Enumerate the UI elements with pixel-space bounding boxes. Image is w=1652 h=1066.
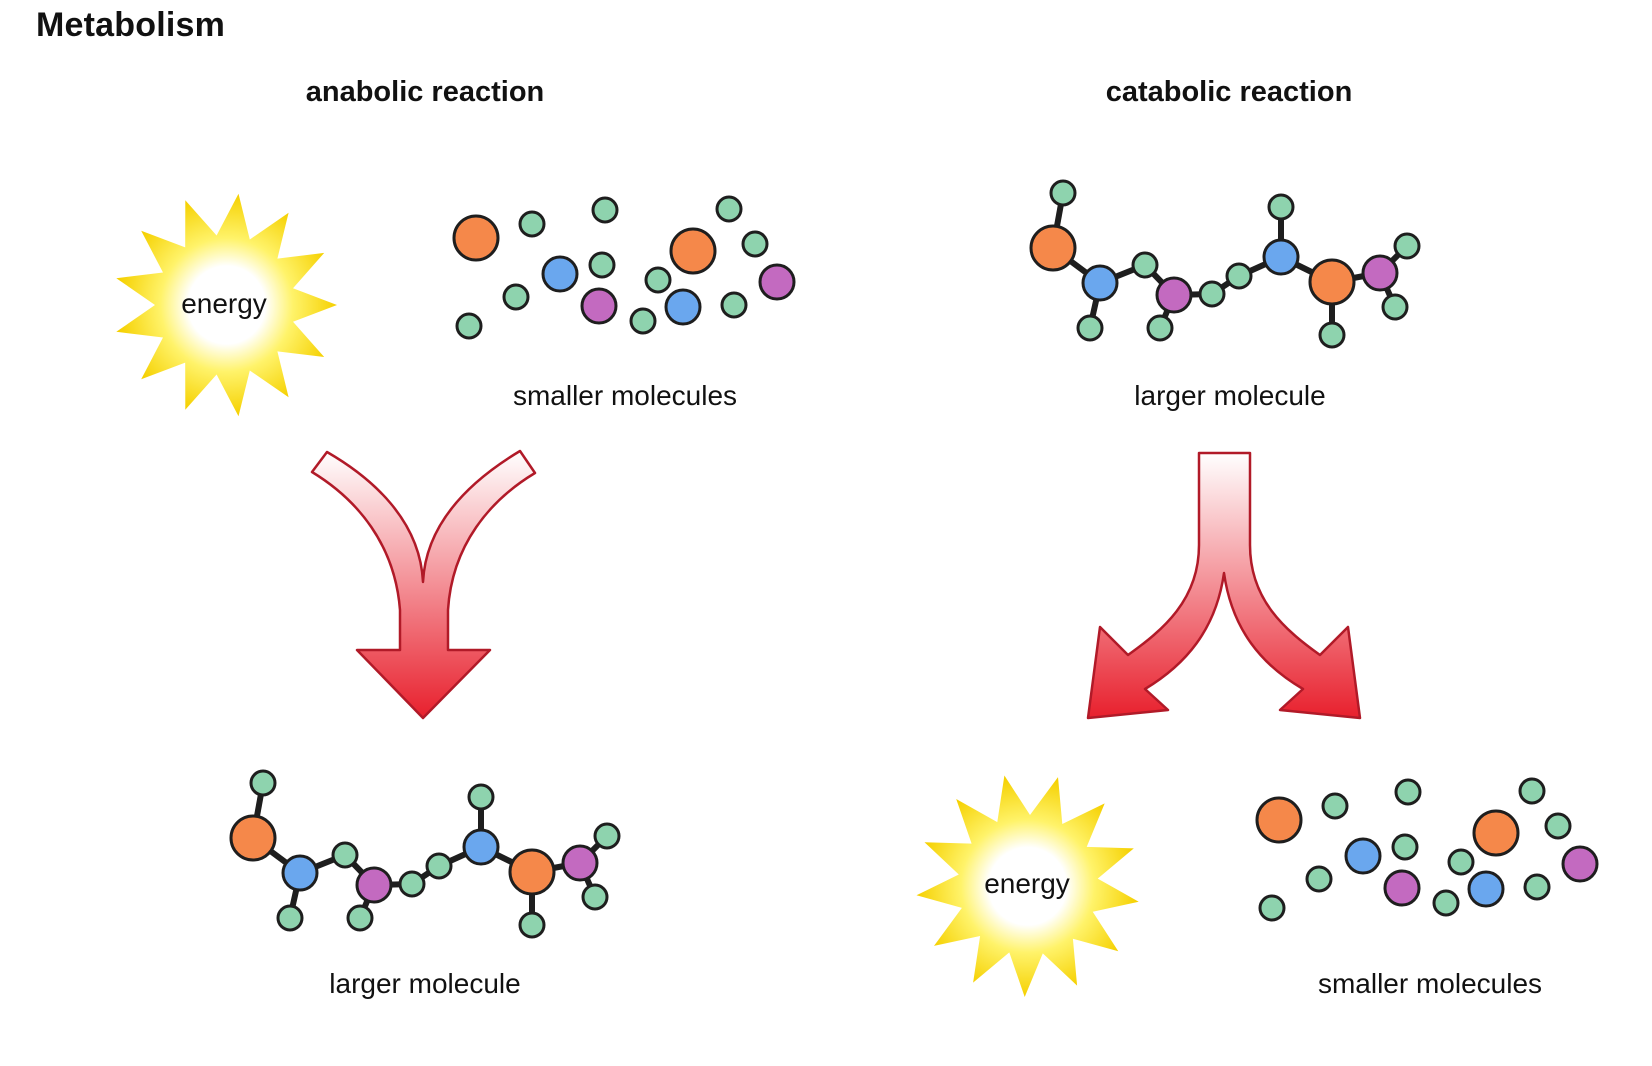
catabolic-energy-label: energy xyxy=(984,868,1070,899)
anabolic-smaller-molecules-label: smaller molecules xyxy=(512,380,738,411)
anabolic-smaller-molecules xyxy=(452,195,796,340)
green-atom xyxy=(425,852,453,880)
green-atom xyxy=(1381,293,1409,321)
green-atom xyxy=(502,283,530,311)
blue-atom xyxy=(541,255,579,293)
green-atom xyxy=(518,210,546,238)
catabolic-split-arrow xyxy=(1086,451,1362,720)
green-atom xyxy=(1305,865,1333,893)
green-atom xyxy=(518,911,546,939)
catabolic-energy-burst: energy xyxy=(916,775,1139,997)
green-atom xyxy=(1267,193,1295,221)
purple-atom xyxy=(561,844,599,882)
green-atom xyxy=(588,251,616,279)
green-atom xyxy=(644,266,672,294)
purple-atom xyxy=(1361,254,1399,292)
green-atom xyxy=(629,307,657,335)
blue-atom xyxy=(281,854,319,892)
blue-atom xyxy=(1081,264,1119,302)
blue-atom xyxy=(1262,238,1300,276)
green-atom xyxy=(1318,321,1346,349)
green-atom xyxy=(455,312,483,340)
blue-atom xyxy=(1344,837,1382,875)
green-atom xyxy=(593,822,621,850)
purple-atom xyxy=(1383,869,1421,907)
green-atom xyxy=(1394,778,1422,806)
orange-atom xyxy=(229,814,277,862)
catabolic-smaller-molecules xyxy=(1255,777,1599,922)
green-atom xyxy=(1432,889,1460,917)
green-atom xyxy=(581,883,609,911)
green-atom xyxy=(1076,314,1104,342)
orange-atom xyxy=(508,848,556,896)
green-atom xyxy=(1049,179,1077,207)
catabolic-larger-molecule xyxy=(1029,179,1421,349)
green-atom xyxy=(331,841,359,869)
purple-atom xyxy=(1561,845,1599,883)
green-atom xyxy=(276,904,304,932)
anabolic-larger-molecule xyxy=(229,769,621,939)
anabolic-merge-arrow xyxy=(310,449,537,720)
orange-atom xyxy=(452,214,500,262)
anabolic-energy-label: energy xyxy=(181,288,267,319)
orange-atom xyxy=(1255,796,1303,844)
green-atom xyxy=(591,196,619,224)
green-atom xyxy=(741,230,769,258)
green-atom xyxy=(346,904,374,932)
green-atom xyxy=(1518,777,1546,805)
green-atom xyxy=(467,783,495,811)
split-arrow-icon xyxy=(1086,451,1362,720)
purple-atom xyxy=(580,287,618,325)
green-atom xyxy=(398,870,426,898)
blue-atom xyxy=(1467,870,1505,908)
green-atom xyxy=(1225,262,1253,290)
anabolic-larger-molecule-label: larger molecule xyxy=(329,968,521,999)
orange-atom xyxy=(669,227,717,275)
green-atom xyxy=(1393,232,1421,260)
catabolic-smaller-molecules-label: smaller molecules xyxy=(1317,968,1543,999)
purple-atom xyxy=(1155,276,1193,314)
energy-burst-icon xyxy=(116,193,337,417)
blue-atom xyxy=(462,828,500,866)
green-atom xyxy=(715,195,743,223)
green-atom xyxy=(1447,848,1475,876)
green-atom xyxy=(249,769,277,797)
page-title: Metabolism xyxy=(36,6,226,44)
blue-atom xyxy=(664,288,702,326)
green-atom xyxy=(1321,792,1349,820)
green-atom xyxy=(1544,812,1572,840)
orange-atom xyxy=(1308,258,1356,306)
purple-atom xyxy=(758,263,796,301)
orange-atom xyxy=(1029,224,1077,272)
green-atom xyxy=(1391,833,1419,861)
green-atom xyxy=(1523,873,1551,901)
purple-atom xyxy=(355,866,393,904)
green-atom xyxy=(720,291,748,319)
orange-atom xyxy=(1472,809,1520,857)
anabolic-energy-burst: energy xyxy=(116,193,337,417)
green-atom xyxy=(1146,314,1174,342)
catabolic-larger-molecule-label: larger molecule xyxy=(1134,380,1326,411)
green-atom xyxy=(1198,280,1226,308)
energy-burst-icon xyxy=(916,775,1139,997)
anabolic-heading: anabolic reaction xyxy=(305,76,545,108)
green-atom xyxy=(1131,251,1159,279)
green-atom xyxy=(1258,894,1286,922)
merge-arrow-icon xyxy=(310,449,537,720)
catabolic-heading: catabolic reaction xyxy=(1105,76,1353,108)
